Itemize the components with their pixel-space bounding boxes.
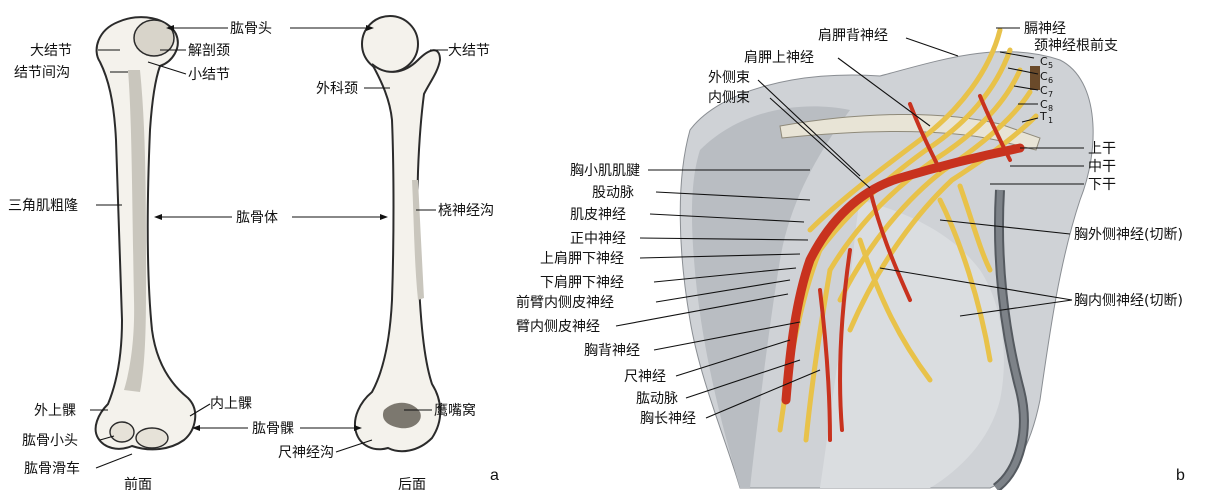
panel-b-caption: b [1176,467,1185,484]
label-medial-antebrachial-nerve: 前臂内侧皮神经 [516,294,614,311]
label-thoracodorsal-nerve: 胸背神经 [584,343,640,359]
label-anatomical-neck: 解剖颈 [188,43,230,59]
label-upper-subscapular-nerve: 上肩胛下神经 [540,251,624,267]
label-lesser-tubercle: 小结节 [188,67,230,83]
label-front-view: 前面 [124,476,152,490]
label-humeral-head: 肱骨头 [230,21,272,37]
label-lateral-pectoral-nerve: 胸外侧神经(切断) [1074,227,1183,243]
label-radial-groove: 桡神经沟 [438,203,494,219]
label-dorsal-scapular-nerve: 肩胛背神经 [818,28,888,44]
label-greater-tubercle-back: 大结节 [448,43,490,59]
label-t1-sub: 1 [1048,116,1053,125]
label-t1: T [1039,110,1047,123]
label-back-view: 后面 [398,477,426,490]
label-olecranon-fossa: 鹰嘴窝 [434,402,476,419]
label-c7: C [1040,84,1048,97]
label-middle-trunk: 中干 [1088,159,1116,175]
label-medial-pectoral-nerve: 胸内侧神经(切断) [1074,293,1183,309]
label-upper-trunk: 上干 [1088,141,1116,157]
label-suprascapular-nerve: 肩胛上神经 [744,50,814,66]
label-deltoid-tuberosity: 三角肌粗隆 [8,198,78,214]
label-medial-epicondyle: 内上髁 [210,396,252,412]
panel-a-caption: a [490,467,499,484]
label-lateral-cord: 外侧束 [708,70,750,86]
label-intertubercular-groove: 结节间沟 [14,65,70,81]
label-greater-tubercle-front: 大结节 [30,43,72,59]
label-c8-sub: 8 [1048,104,1053,113]
label-lower-subscapular-nerve: 下肩胛下神经 [540,275,624,291]
label-ulnar-groove: 尺神经沟 [278,445,334,461]
label-c5-sub: 5 [1048,61,1053,70]
label-c6-sub: 6 [1048,76,1053,85]
label-surgical-neck: 外科颈 [316,81,358,97]
humerus-back-illustration [355,16,440,451]
label-c6: C [1040,70,1048,83]
label-musculocutaneous-nerve: 肌皮神经 [570,207,626,223]
label-medial-brachial-nerve: 臂内侧皮神经 [516,319,600,335]
label-capitulum: 肱骨小头 [22,433,78,449]
label-cervical-roots: 颈神经根前支 [1034,37,1118,54]
label-humeral-body: 肱骨体 [236,210,278,226]
label-medial-cord: 内侧束 [708,90,750,106]
label-lower-trunk: 下干 [1088,177,1116,193]
label-trochlea: 肱骨滑车 [24,460,80,477]
label-phrenic-nerve: 膈神经 [1024,21,1066,37]
panel-b: 膈神经 肩胛背神经 颈神经根前支 肩胛上神经 C 5 C 6 C 7 C 8 T… [516,21,1185,488]
label-c5: C [1040,55,1048,68]
label-pec-minor-tendon: 胸小肌肌腱 [570,163,640,179]
humerus-front-illustration [96,17,196,449]
label-condyle: 肱骨髁 [252,421,294,437]
panel-a: 肱骨头 大结节 解剖颈 结节间沟 小结节 大结节 外科颈 三角肌粗隆 肱骨体 桡… [8,16,499,490]
label-lateral-epicondyle: 外上髁 [34,403,76,419]
label-femoral-artery: 股动脉 [592,185,634,201]
label-brachial-artery: 肱动脉 [636,391,678,407]
label-ulnar-nerve: 尺神经 [624,369,666,385]
label-c7-sub: 7 [1048,90,1053,99]
label-long-thoracic-nerve: 胸长神经 [640,411,696,427]
label-median-nerve: 正中神经 [570,231,626,247]
